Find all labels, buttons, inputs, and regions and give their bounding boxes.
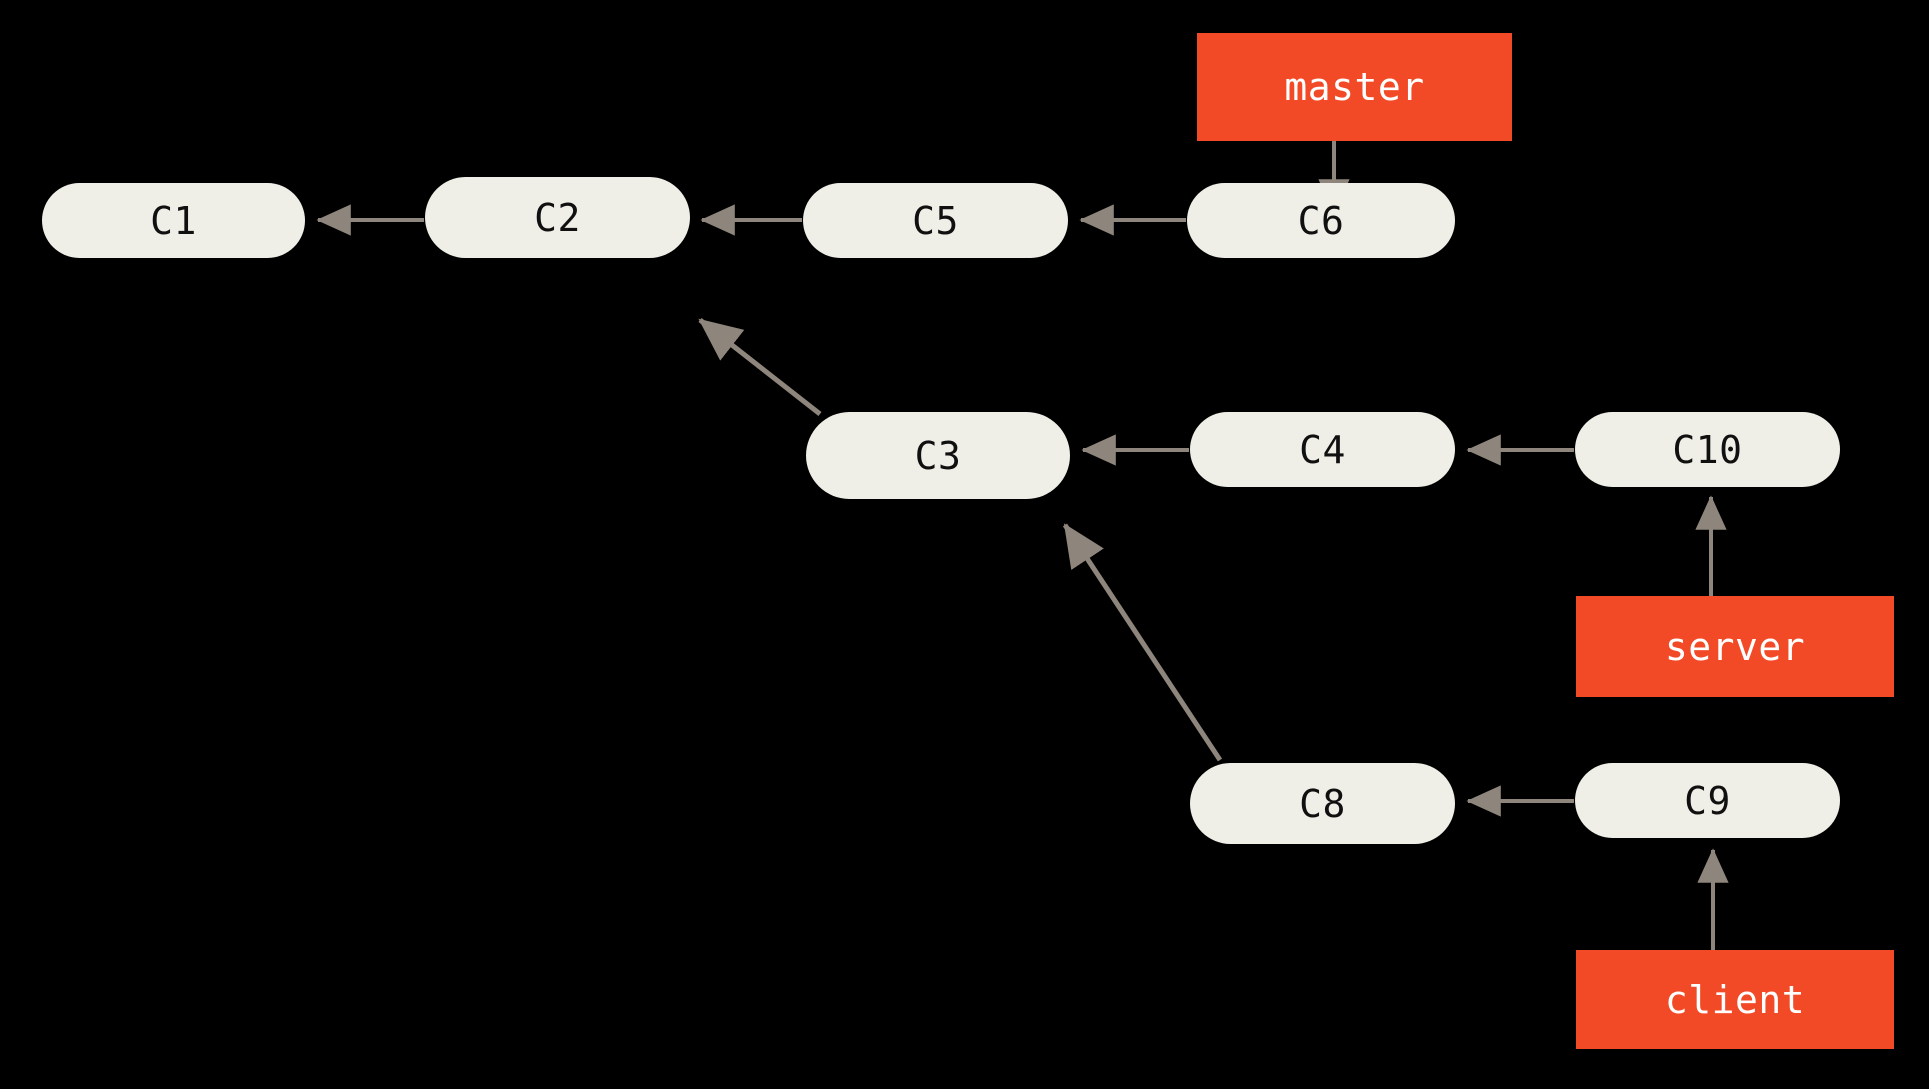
commit-label-c6: C6 [1297,198,1345,243]
commit-label-c1: C1 [150,198,197,243]
commit-label-c10: C10 [1672,427,1743,472]
branch-label-client: client [1664,977,1806,1022]
commit-label-c5: C5 [912,198,959,243]
edge-C3-to-C2 [698,318,822,416]
commit-label-c2: C2 [534,195,581,240]
commit-label-c4: C4 [1299,427,1346,472]
edge-C8-to-C3 [1062,523,1223,762]
commit-label-c8: C8 [1299,781,1346,826]
commit-node-c4[interactable]: C4 [1190,412,1455,487]
branch-box-server[interactable]: server [1576,596,1894,697]
branch-label-server: server [1664,624,1806,669]
commit-node-c1[interactable]: C1 [42,183,305,258]
commit-node-c6[interactable]: C6 [1187,183,1455,258]
commit-node-c3[interactable]: C3 [806,412,1070,499]
commit-node-c2[interactable]: C2 [425,177,690,258]
commit-label-c9: C9 [1684,778,1731,823]
commit-node-c8[interactable]: C8 [1190,763,1455,844]
commit-node-c10[interactable]: C10 [1575,412,1840,487]
branch-box-master[interactable]: master [1197,33,1512,141]
commit-label-c3: C3 [914,433,962,478]
branch-label-master: master [1284,65,1425,109]
commit-node-c5[interactable]: C5 [803,183,1068,258]
commit-node-c9[interactable]: C9 [1575,763,1840,838]
branch-box-client[interactable]: client [1576,950,1894,1049]
